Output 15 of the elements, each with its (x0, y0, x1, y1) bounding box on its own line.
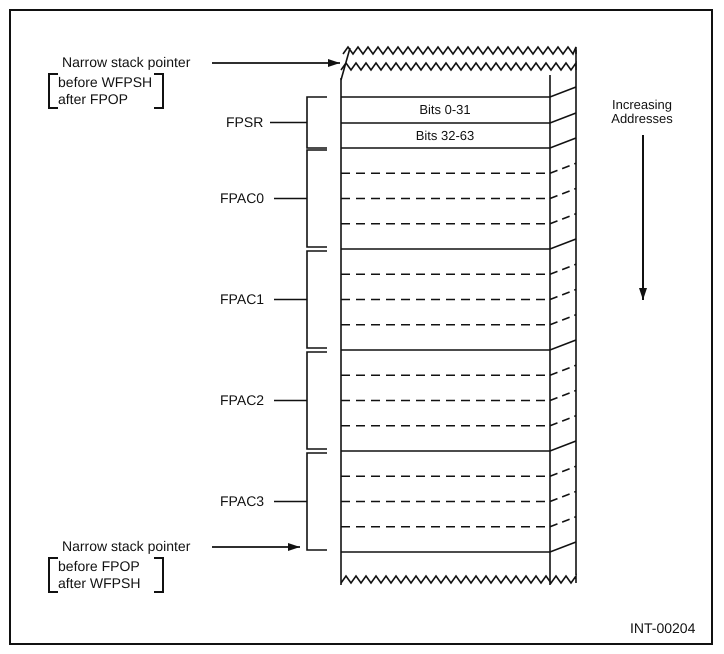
direction-label: Increasing Addresses (610, 98, 674, 126)
register-label: FPAC2 (220, 392, 264, 408)
pointer-label: Narrow stack pointer (61, 54, 192, 70)
pointer-condition: before WFPSH after FPOP (48, 73, 164, 109)
register-label: FPAC3 (220, 492, 264, 508)
register-label: FPSR (226, 114, 264, 130)
register-row: Bits 0-31 (340, 97, 550, 123)
pointer-condition: before FPOP after WFPSH (48, 557, 164, 593)
register-row: Bits 32-63 (340, 123, 550, 148)
pointer-arrow (212, 59, 340, 67)
register-label: FPAC1 (220, 290, 264, 306)
register-label: FPAC0 (220, 190, 264, 206)
pointer-label: Narrow stack pointer (61, 538, 192, 554)
figure-number: INT-00204 (630, 620, 696, 636)
pointer-arrow (212, 543, 300, 551)
